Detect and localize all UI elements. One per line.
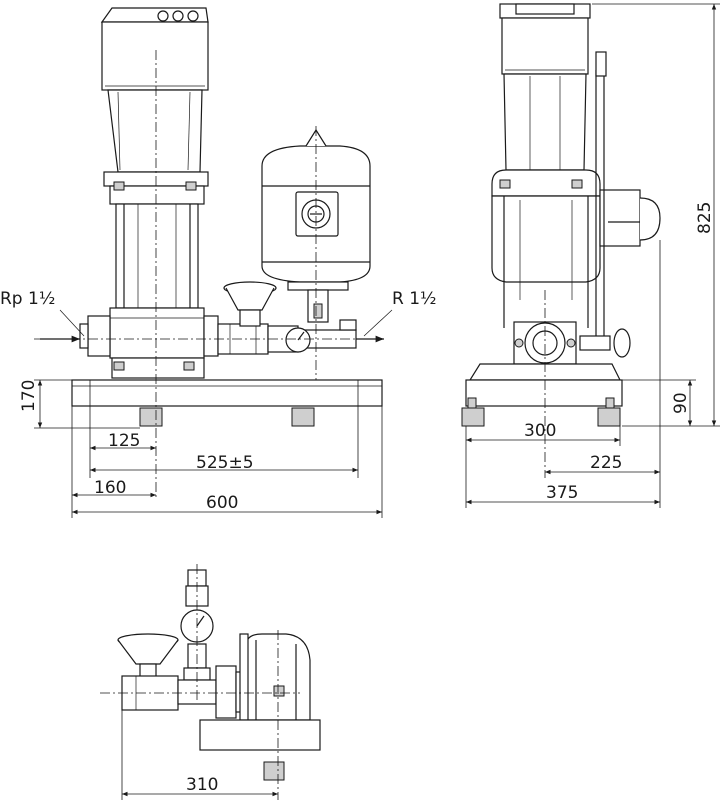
outlet-label: R 1½ <box>392 289 437 309</box>
dim-front-inlet: 160 <box>94 478 126 498</box>
inlet-label: Rp 1½ <box>0 289 55 309</box>
dim-side-height: 825 <box>695 202 715 234</box>
dim-front-height: 170 <box>19 380 39 412</box>
dim-side-foot: 300 <box>524 421 556 441</box>
front-view-labels: Rp 1½ R 1½ <box>0 289 437 309</box>
dim-top-depth: 310 <box>186 775 218 795</box>
dim-front-width: 600 <box>206 493 238 513</box>
top-view <box>100 564 321 800</box>
side-view-dimensions <box>465 3 720 508</box>
front-view-dimensions <box>34 379 383 518</box>
dim-front-axis: 525±5 <box>196 453 254 473</box>
dim-front-foot: 125 <box>108 431 140 451</box>
side-view <box>461 3 661 478</box>
front-view <box>34 7 393 500</box>
side-view-dimension-text: 825 90 300 225 375 <box>524 202 715 503</box>
top-view-dimensions <box>121 710 278 800</box>
dim-side-depth: 375 <box>546 483 578 503</box>
dim-side-base: 90 <box>671 392 691 414</box>
dim-side-axis: 225 <box>590 453 622 473</box>
front-view-dimension-text: 170 125 525±5 160 600 <box>19 380 254 513</box>
